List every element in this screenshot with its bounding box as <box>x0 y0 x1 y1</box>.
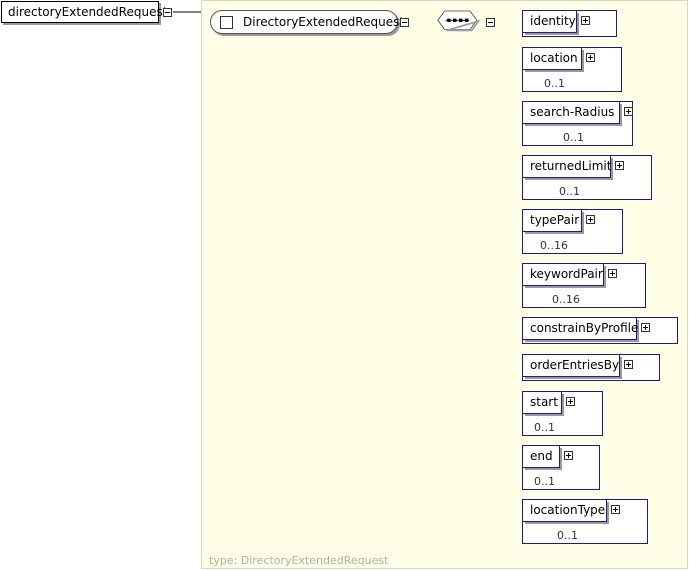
expand-icon[interactable] <box>608 269 617 278</box>
cardinality-label: 0..1 <box>557 529 578 542</box>
cardinality-label: 0..1 <box>559 185 580 198</box>
expand-icon[interactable] <box>586 215 595 224</box>
element-label: location <box>530 51 578 65</box>
element-location-type[interactable]: locationType 0..1 <box>522 499 648 544</box>
type-footer-label: type: DirectoryExtendedRequest <box>209 554 389 567</box>
cardinality-label: 0..16 <box>540 239 568 252</box>
element-end[interactable]: end 0..1 <box>522 445 600 490</box>
sequence-icon[interactable] <box>436 10 482 33</box>
cardinality-label: 0..16 <box>552 293 580 306</box>
element-label: end <box>530 449 553 463</box>
element-order-entries-by[interactable]: orderEntriesBy <box>522 354 660 381</box>
element-label: identity <box>530 14 576 28</box>
complex-type-label: DirectoryExtendedRequest <box>243 15 405 29</box>
element-start[interactable]: start 0..1 <box>522 391 603 436</box>
element-label: start <box>530 395 558 409</box>
collapse-icon[interactable] <box>486 18 495 27</box>
complex-type-node[interactable]: DirectoryExtendedRequest <box>210 10 404 34</box>
expand-icon[interactable] <box>586 53 595 62</box>
element-identity[interactable]: identity <box>522 10 617 37</box>
expand-icon[interactable] <box>581 16 590 25</box>
expand-icon[interactable] <box>624 360 633 369</box>
expand-icon[interactable] <box>611 505 620 514</box>
element-type-pair[interactable]: typePair 0..16 <box>522 209 623 254</box>
element-returned-limit[interactable]: returnedLimit 0..1 <box>522 155 652 200</box>
element-label: constrainByProfile <box>530 321 639 335</box>
expand-icon[interactable] <box>566 397 575 406</box>
root-element-directory-extended-request[interactable]: directoryExtendedRequest <box>1 1 167 23</box>
expand-icon[interactable] <box>641 323 650 332</box>
complex-type-icon <box>220 16 233 29</box>
cardinality-label: 0..1 <box>534 475 555 488</box>
element-keyword-pair[interactable]: keywordPair 0..16 <box>522 263 646 308</box>
element-location[interactable]: location 0..1 <box>522 47 622 92</box>
element-search-radius[interactable]: search-Radius 0..1 <box>522 101 633 146</box>
element-label: typePair <box>530 213 580 227</box>
element-label: keywordPair <box>530 267 603 281</box>
collapse-icon[interactable] <box>400 18 409 27</box>
element-label: search-Radius <box>530 105 615 119</box>
expand-icon[interactable] <box>615 161 624 170</box>
cardinality-label: 0..1 <box>544 77 565 90</box>
cardinality-label: 0..1 <box>534 421 555 434</box>
expand-icon[interactable] <box>624 107 633 116</box>
element-constrain-by-profile[interactable]: constrainByProfile <box>522 317 678 344</box>
root-element-label: directoryExtendedRequest <box>8 5 168 19</box>
element-label: locationType <box>530 503 606 517</box>
expand-icon[interactable] <box>564 451 573 460</box>
element-label: returnedLimit <box>530 159 612 173</box>
cardinality-label: 0..1 <box>563 131 584 144</box>
element-label: orderEntriesBy <box>530 358 620 372</box>
collapse-icon[interactable] <box>163 8 172 17</box>
